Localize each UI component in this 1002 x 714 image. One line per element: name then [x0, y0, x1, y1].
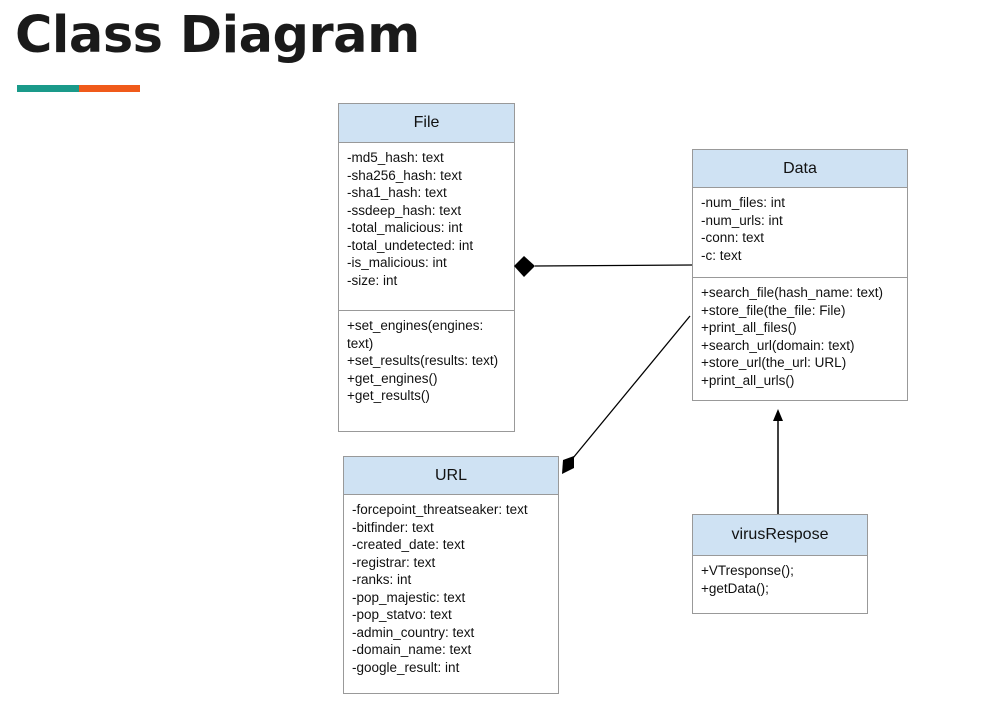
- attribute: -forcepoint_threatseaker: text: [352, 502, 528, 517]
- class-virusrespose: virusRespose +VTresponse(); +getData();: [692, 514, 868, 614]
- method: +store_file(the_file: File): [701, 302, 846, 318]
- url-data-composition: [562, 315, 691, 474]
- attribute: -ranks: int: [352, 572, 412, 587]
- virusrespose-data-dependency: [773, 409, 783, 514]
- attribute: -total_malicious: int: [347, 220, 463, 235]
- attribute: -pop_statvo: text: [352, 607, 452, 622]
- attribute: -created_date: text: [352, 537, 465, 552]
- arrowhead-icon: [773, 409, 783, 421]
- accent-bar-orange: [79, 85, 140, 92]
- file-data-composition: [514, 256, 693, 277]
- class-url: URL -forcepoint_threatseaker: text -bitf…: [343, 456, 559, 694]
- attribute: -bitfinder: text: [352, 519, 434, 535]
- attribute: -sha256_hash: text: [347, 167, 462, 183]
- class-data-methods: +search_file(hash_name: text) +store_fil…: [693, 278, 907, 395]
- slide-title: Class Diagram: [15, 6, 420, 65]
- attribute: -google_result: int: [352, 659, 460, 675]
- class-virusrespose-methods: +VTresponse(); +getData();: [693, 556, 867, 603]
- attribute: -num_files: int: [701, 195, 786, 210]
- method: +print_all_files(): [701, 320, 797, 335]
- attribute: -md5_hash: text: [347, 150, 444, 165]
- attribute: -pop_majestic: text: [352, 589, 466, 605]
- method: +VTresponse();: [701, 563, 794, 578]
- attribute: -conn: text: [701, 230, 765, 245]
- attribute: -is_malicious: int: [347, 255, 447, 270]
- method: +get_engines(): [347, 370, 438, 386]
- class-file: File -md5_hash: text -sha256_hash: text …: [338, 103, 515, 432]
- class-data-attributes: -num_files: int -num_urls: int -conn: te…: [693, 188, 907, 278]
- method: +store_url(the_url: URL): [701, 355, 847, 370]
- method: +print_all_urls(): [701, 372, 795, 388]
- accent-bar-teal: [17, 85, 79, 92]
- class-url-attributes: -forcepoint_threatseaker: text -bitfinde…: [344, 495, 558, 682]
- composition-line: [534, 264, 693, 267]
- method: +getData();: [701, 580, 769, 596]
- attribute: -sha1_hash: text: [347, 185, 447, 200]
- class-virusrespose-name: virusRespose: [693, 515, 867, 556]
- attribute: -size: int: [347, 272, 398, 288]
- class-file-methods: +set_engines(engines: text) +set_results…: [339, 311, 514, 411]
- composition-diamond-icon: [514, 256, 535, 277]
- class-data-name: Data: [693, 150, 907, 188]
- attribute: -admin_country: text: [352, 624, 475, 640]
- attribute: -total_undetected: int: [347, 237, 474, 253]
- composition-line: [572, 315, 691, 459]
- class-file-attributes: -md5_hash: text -sha256_hash: text -sha1…: [339, 143, 514, 311]
- composition-diamond-icon: [562, 456, 574, 474]
- class-url-name: URL: [344, 457, 558, 495]
- class-file-name: File: [339, 104, 514, 143]
- attribute: -num_urls: int: [701, 212, 783, 228]
- method: +get_results(): [347, 388, 430, 403]
- attribute: -c: text: [701, 247, 742, 263]
- attribute: -domain_name: text: [352, 642, 472, 657]
- class-data: Data -num_files: int -num_urls: int -con…: [692, 149, 908, 401]
- attribute: -registrar: text: [352, 554, 436, 570]
- method: +set_engines(engines: text): [347, 318, 487, 351]
- method: +search_file(hash_name: text): [701, 285, 883, 300]
- method: +set_results(results: text): [347, 353, 499, 368]
- method: +search_url(domain: text): [701, 337, 855, 353]
- attribute: -ssdeep_hash: text: [347, 202, 462, 218]
